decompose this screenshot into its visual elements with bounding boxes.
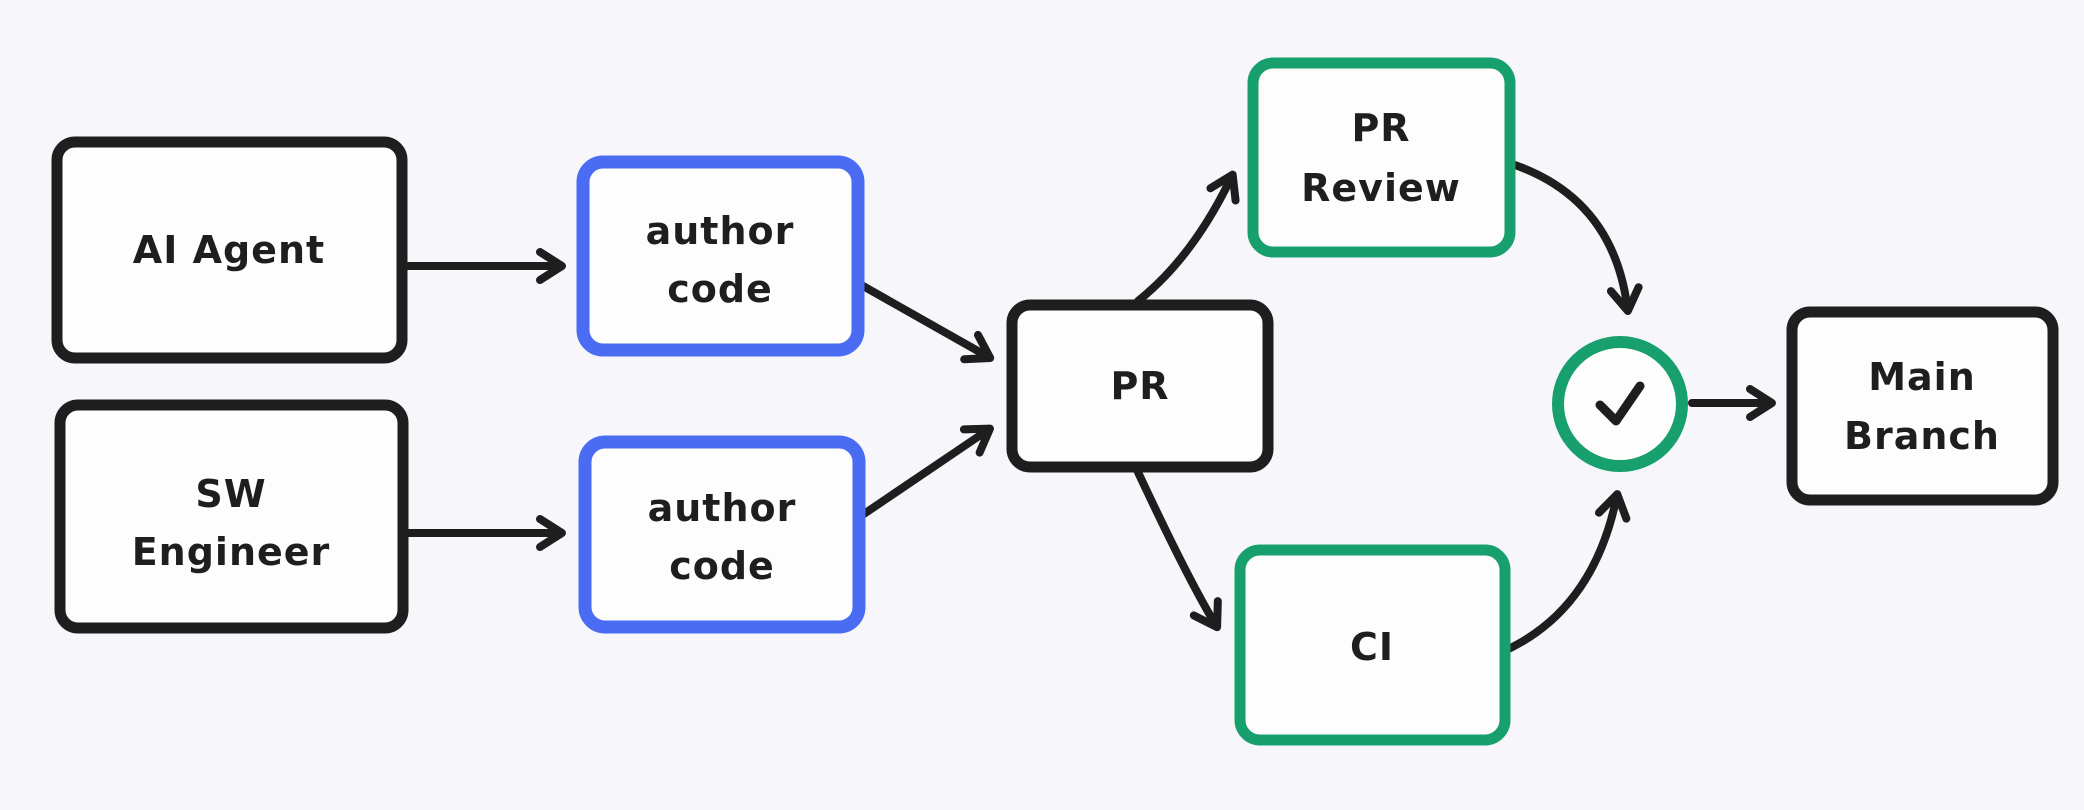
node-pr-box [1006,299,1274,473]
node-author-code-2-label-line1: author [648,486,797,530]
node-ci: CI [1234,544,1511,746]
node-pr-review: PR Review [1247,57,1516,258]
arrow-pr-to-ci [1133,466,1222,632]
node-main-branch-label-line2: Branch [1844,414,2000,458]
node-author-code-1-label-line1: author [646,209,795,253]
node-author-code-2: author code [578,435,866,634]
arrow-author-code-1-to-pr [852,278,995,364]
node-main-branch: Main Branch [1786,306,2059,506]
node-author-code-1-label-line2: code [667,267,773,311]
node-main-branch-box [1786,306,2059,506]
node-ai-agent-label: AI Agent [133,228,325,272]
node-ci-box [1234,544,1511,746]
node-pr-review-label-line2: Review [1301,166,1461,210]
node-sw-engineer-label-line2: Engineer [132,530,331,574]
node-author-code-2-label-line2: code [669,544,775,588]
node-approval-check-circle [1552,336,1688,472]
node-author-code-1-box [576,155,865,357]
node-main-branch-label-line1: Main [1868,355,1976,399]
node-sw-engineer-label-line1: SW [195,472,266,516]
node-pr-review-box [1247,57,1516,258]
node-sw-engineer: SW Engineer [54,399,409,634]
node-ai-agent: AI Agent [51,136,408,364]
node-author-code-1: author code [576,155,865,357]
node-sw-engineer-box [54,399,409,634]
node-author-code-2-box [578,435,866,634]
node-pr: PR [1006,299,1274,473]
node-ci-label: CI [1350,625,1394,669]
arrow-pr-review-to-check [1508,160,1643,315]
node-approval-check [1552,336,1688,472]
arrow-pr-to-pr-review [1134,170,1240,305]
arrow-author-code-2-to-pr [854,424,994,522]
node-ai-agent-box [51,136,408,364]
node-pr-review-label-line1: PR [1351,106,1410,150]
node-pr-label: PR [1110,364,1169,408]
arrow-ci-to-check [1498,490,1631,656]
checkmark-icon [1595,381,1645,426]
